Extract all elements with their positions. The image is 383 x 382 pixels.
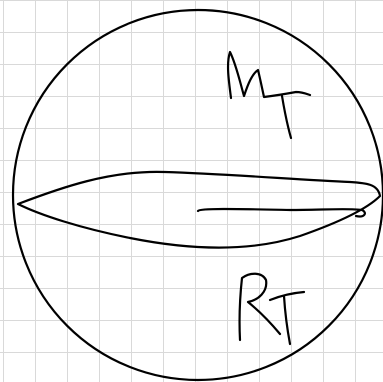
handwritten-mt-stem (282, 96, 291, 138)
label-lower-region: RT (240, 274, 304, 344)
handwritten-mt (228, 52, 310, 98)
lower-region-label: RT (260, 319, 263, 321)
radius-line (198, 209, 365, 216)
handwritten-rt-r (240, 274, 280, 340)
sphere-outline (13, 10, 383, 380)
handwritten-rt-stem (284, 296, 290, 344)
label-upper-region: MT (228, 52, 310, 138)
handwritten-rt-bar (270, 292, 304, 300)
